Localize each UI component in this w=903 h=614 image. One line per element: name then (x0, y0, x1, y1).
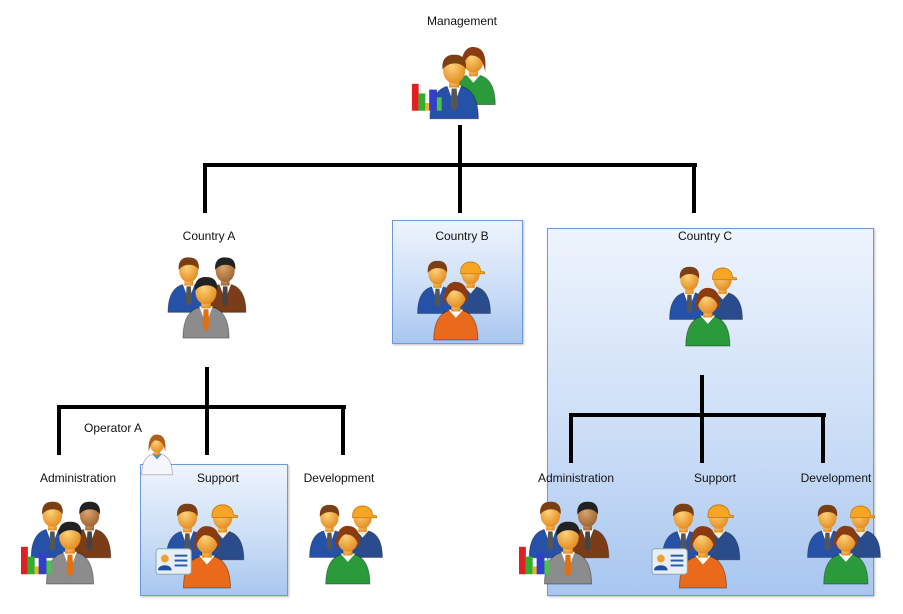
connector (203, 163, 697, 167)
management-label: Management (426, 14, 498, 28)
connector (205, 367, 209, 409)
connector (569, 413, 573, 463)
country-b-label: Country B (435, 229, 489, 243)
country-c-label: Country C (677, 229, 733, 243)
administration-c-icon[interactable] (516, 488, 620, 586)
connector (203, 163, 207, 213)
country-b-team-icon[interactable] (406, 248, 502, 341)
support-a-icon[interactable] (150, 490, 260, 589)
connector (700, 375, 704, 417)
development-a-label: Development (303, 471, 375, 485)
connector (458, 163, 462, 213)
country-c-team-icon[interactable] (658, 254, 754, 347)
development-c-label: Development (800, 471, 872, 485)
connector (692, 163, 696, 213)
development-a-icon[interactable] (298, 492, 394, 585)
country-a-people-icon[interactable] (156, 244, 256, 340)
connector (341, 405, 345, 455)
connector (57, 405, 61, 455)
connector (205, 405, 209, 455)
administration-c-label: Administration (537, 471, 615, 485)
management-group-icon[interactable] (408, 32, 508, 128)
support-c-icon[interactable] (646, 490, 756, 589)
female-operator-icon[interactable] (128, 420, 186, 494)
development-c-icon[interactable] (796, 492, 892, 585)
country-a-label: Country A (182, 229, 236, 243)
connector (458, 125, 462, 167)
operator-a-label: Operator A (83, 421, 143, 435)
connector (821, 413, 825, 463)
connector (57, 405, 346, 409)
connector (569, 413, 826, 417)
administration-a-label: Administration (39, 471, 117, 485)
support-c-label: Support (693, 471, 737, 485)
connector (700, 413, 704, 463)
support-a-label: Support (196, 471, 240, 485)
administration-a-icon[interactable] (18, 488, 122, 586)
